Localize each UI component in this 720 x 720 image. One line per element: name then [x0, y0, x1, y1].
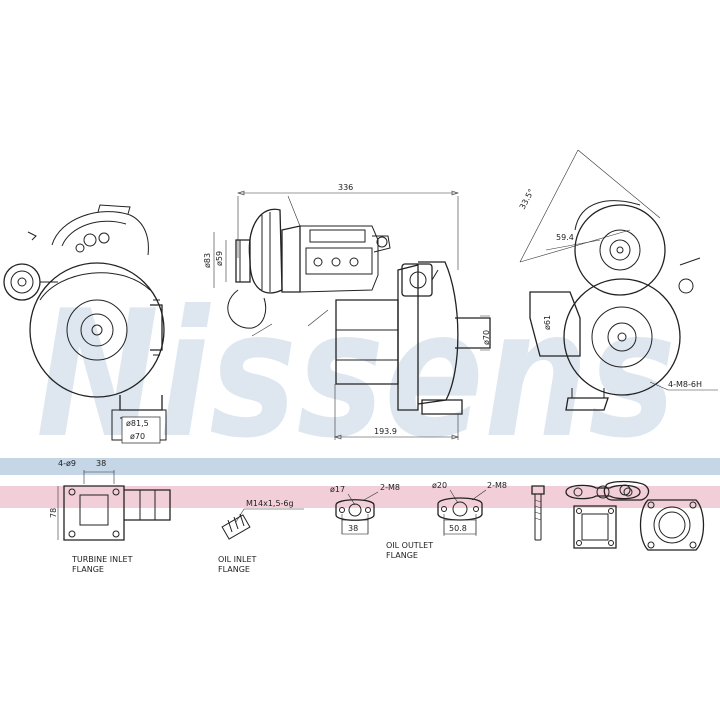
- ti-holes: 4-ø9: [58, 459, 76, 468]
- oo-small-spacing: 38: [348, 524, 358, 533]
- oo-large-spacing: 50.8: [449, 524, 467, 533]
- right-angle-33-5: 33.5°: [518, 187, 536, 210]
- right-dia-59-4: 59.4: [556, 233, 574, 242]
- left-dia-70: ø70: [130, 432, 145, 441]
- main-length-bottom: 193.9: [374, 427, 397, 436]
- pink-band: [0, 486, 720, 508]
- gasket-kit: [531, 480, 705, 551]
- oo-small-dia: ø17: [330, 485, 345, 494]
- ti-caption-1: TURBINE INLET: [71, 555, 133, 564]
- oo-caption-1: OIL OUTLET: [386, 541, 433, 550]
- oo-small-bolts: 2-M8: [380, 483, 400, 492]
- oo-large-bolts: 2-M8: [487, 481, 507, 490]
- main-dia-83: ø83: [203, 253, 212, 268]
- main-length-top: 336: [338, 183, 353, 192]
- left-dia-81-5: ø81,5: [126, 419, 149, 428]
- oil-outlet-flange-small: ø17 2-M8 38: [330, 483, 400, 535]
- main-dia-70: ø70: [482, 330, 491, 345]
- blue-band: [0, 458, 720, 475]
- left-view: ø81,5 ø70: [3, 204, 167, 444]
- ti-caption-2: FLANGE: [72, 565, 104, 574]
- oil-inlet-flange: M14x1,5-6g OIL INLET FLANGE: [218, 499, 304, 574]
- oil-outlet-flange-large: ø20 2-M8 50.8 OIL OUTLET FLANGE: [386, 481, 507, 560]
- ti-height: 78: [49, 508, 58, 518]
- right-bolts: 4-M8-6H: [668, 380, 702, 389]
- right-dia-61: ø61: [543, 315, 552, 330]
- turbine-inlet-flange: 4-ø9 38 78 TURBINE INLET FLANGE: [49, 459, 171, 574]
- oi-caption-2: FLANGE: [218, 565, 250, 574]
- brand-watermark: Nissens: [36, 274, 676, 477]
- oi-caption-1: OIL INLET: [218, 555, 257, 564]
- oi-thread: M14x1,5-6g: [246, 499, 294, 508]
- main-dia-59: ø59: [215, 251, 224, 266]
- center-view: 336 ø83 ø59: [203, 183, 491, 440]
- oo-large-dia: ø20: [432, 481, 447, 490]
- oo-caption-2: FLANGE: [386, 551, 418, 560]
- ti-spacing: 38: [96, 459, 106, 468]
